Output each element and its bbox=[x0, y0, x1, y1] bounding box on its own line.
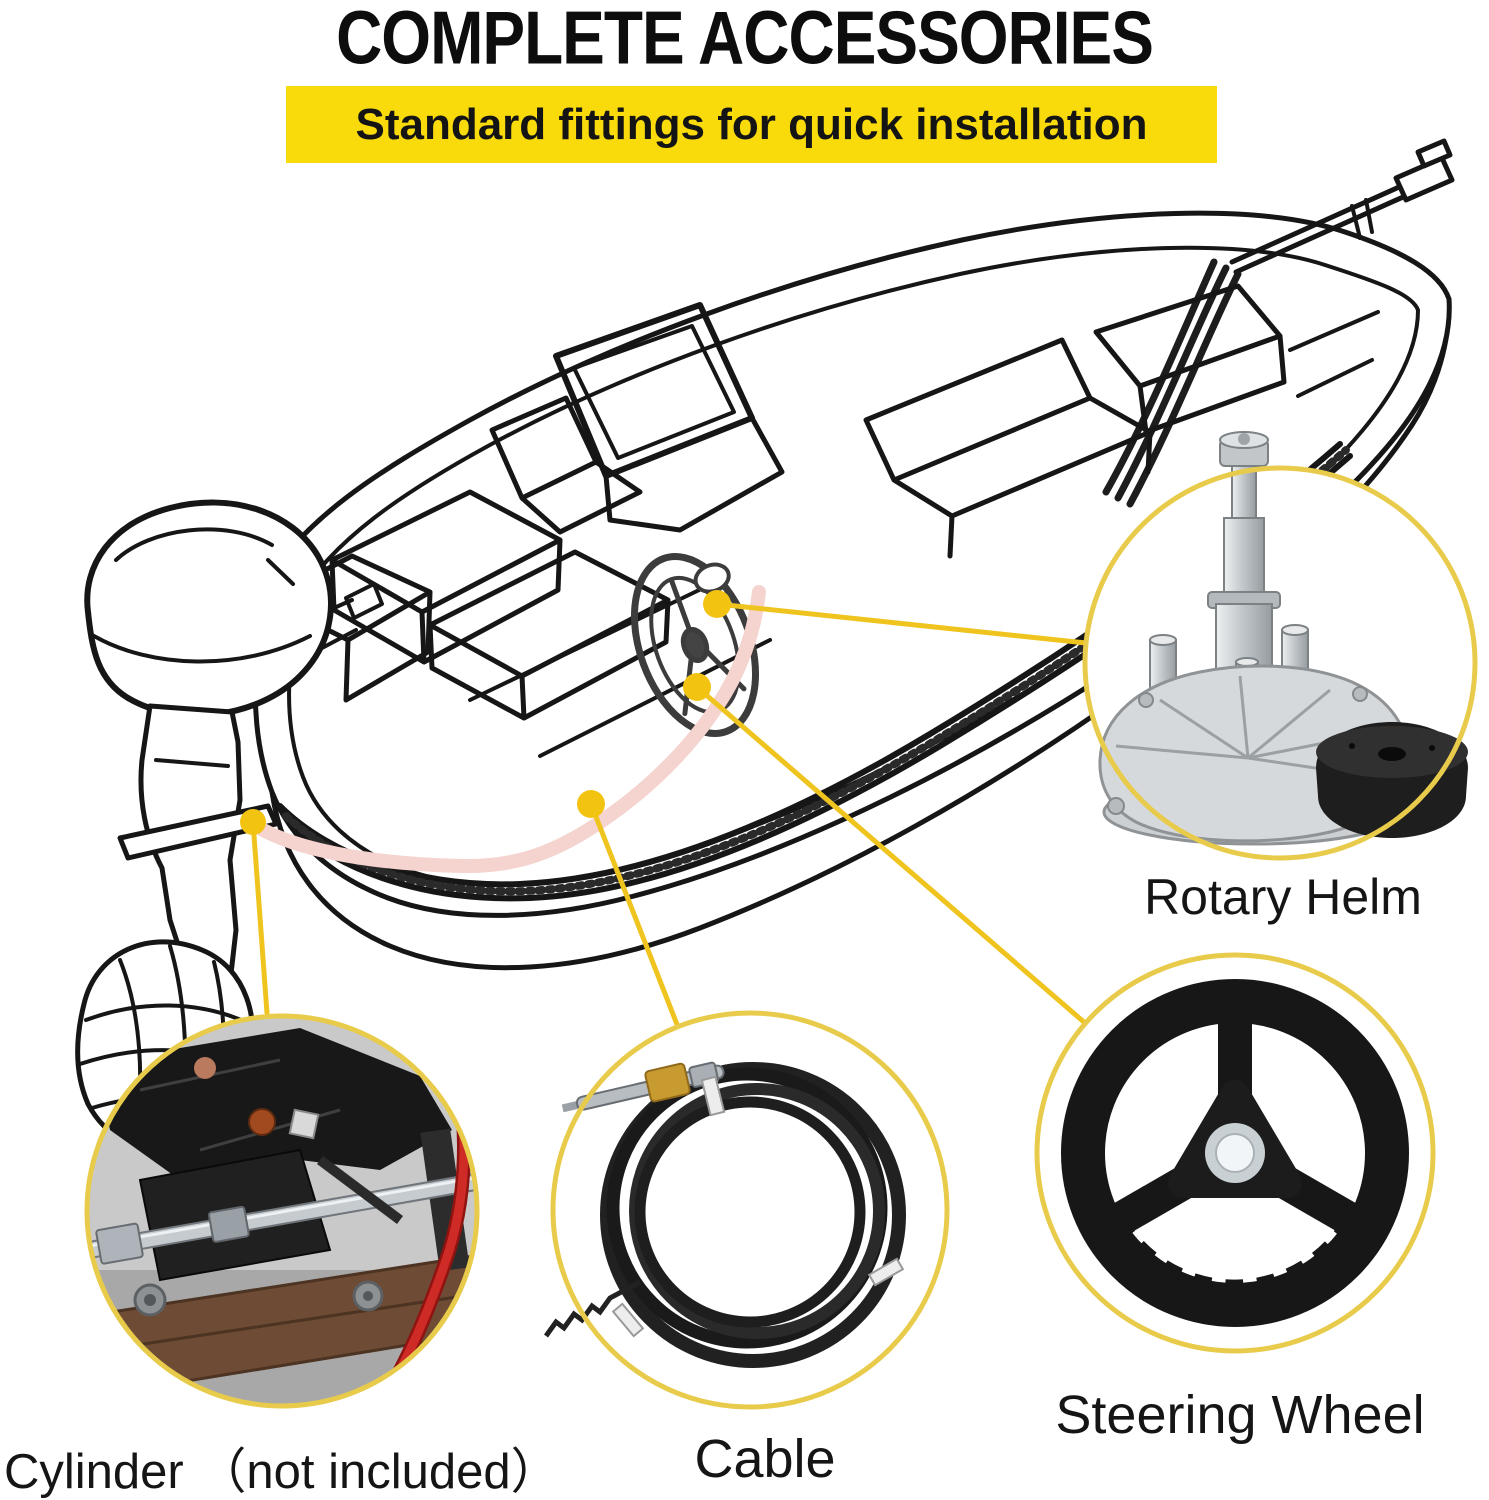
dot-cylinder bbox=[240, 809, 266, 835]
steering-wheel-label: Steering Wheel bbox=[1055, 1385, 1425, 1445]
steering-wheel-circle bbox=[1034, 952, 1436, 1354]
cable-helix-end bbox=[543, 1279, 642, 1338]
rotary-helm-photo bbox=[1098, 431, 1468, 846]
cable-circle bbox=[550, 1010, 950, 1410]
callout-connectors bbox=[250, 601, 1089, 1030]
connector-rotary-helm bbox=[714, 601, 1089, 646]
cable-label: Cable bbox=[694, 1429, 836, 1489]
steering-wheel-photo bbox=[1061, 979, 1409, 1327]
helm-bezel bbox=[1316, 722, 1468, 838]
subtitle-banner: Standard fittings for quick installation bbox=[286, 86, 1217, 163]
cylinder-label: Cylinder （not included） bbox=[4, 1445, 560, 1499]
dot-wheel bbox=[683, 673, 711, 701]
callout-steering-wheel bbox=[1034, 952, 1436, 1354]
rotary-helm-circle bbox=[1082, 465, 1478, 861]
connector-cylinder bbox=[250, 819, 270, 1016]
dot-cable bbox=[577, 790, 605, 818]
connector-cable bbox=[588, 801, 681, 1030]
dot-helm bbox=[703, 590, 731, 618]
callout-dots bbox=[240, 590, 731, 835]
steering-cable-coil-photo bbox=[543, 1061, 906, 1368]
callout-cylinder bbox=[84, 1013, 480, 1409]
page-title: COMPLETE ACCESSORIES bbox=[336, 0, 1154, 81]
callout-rotary-helm bbox=[1082, 431, 1478, 861]
connector-steering-wheel bbox=[694, 684, 1088, 1026]
callout-cable bbox=[543, 1010, 950, 1410]
cylinder-circle bbox=[84, 1013, 480, 1409]
rotary-helm-label: Rotary Helm bbox=[1144, 869, 1422, 925]
